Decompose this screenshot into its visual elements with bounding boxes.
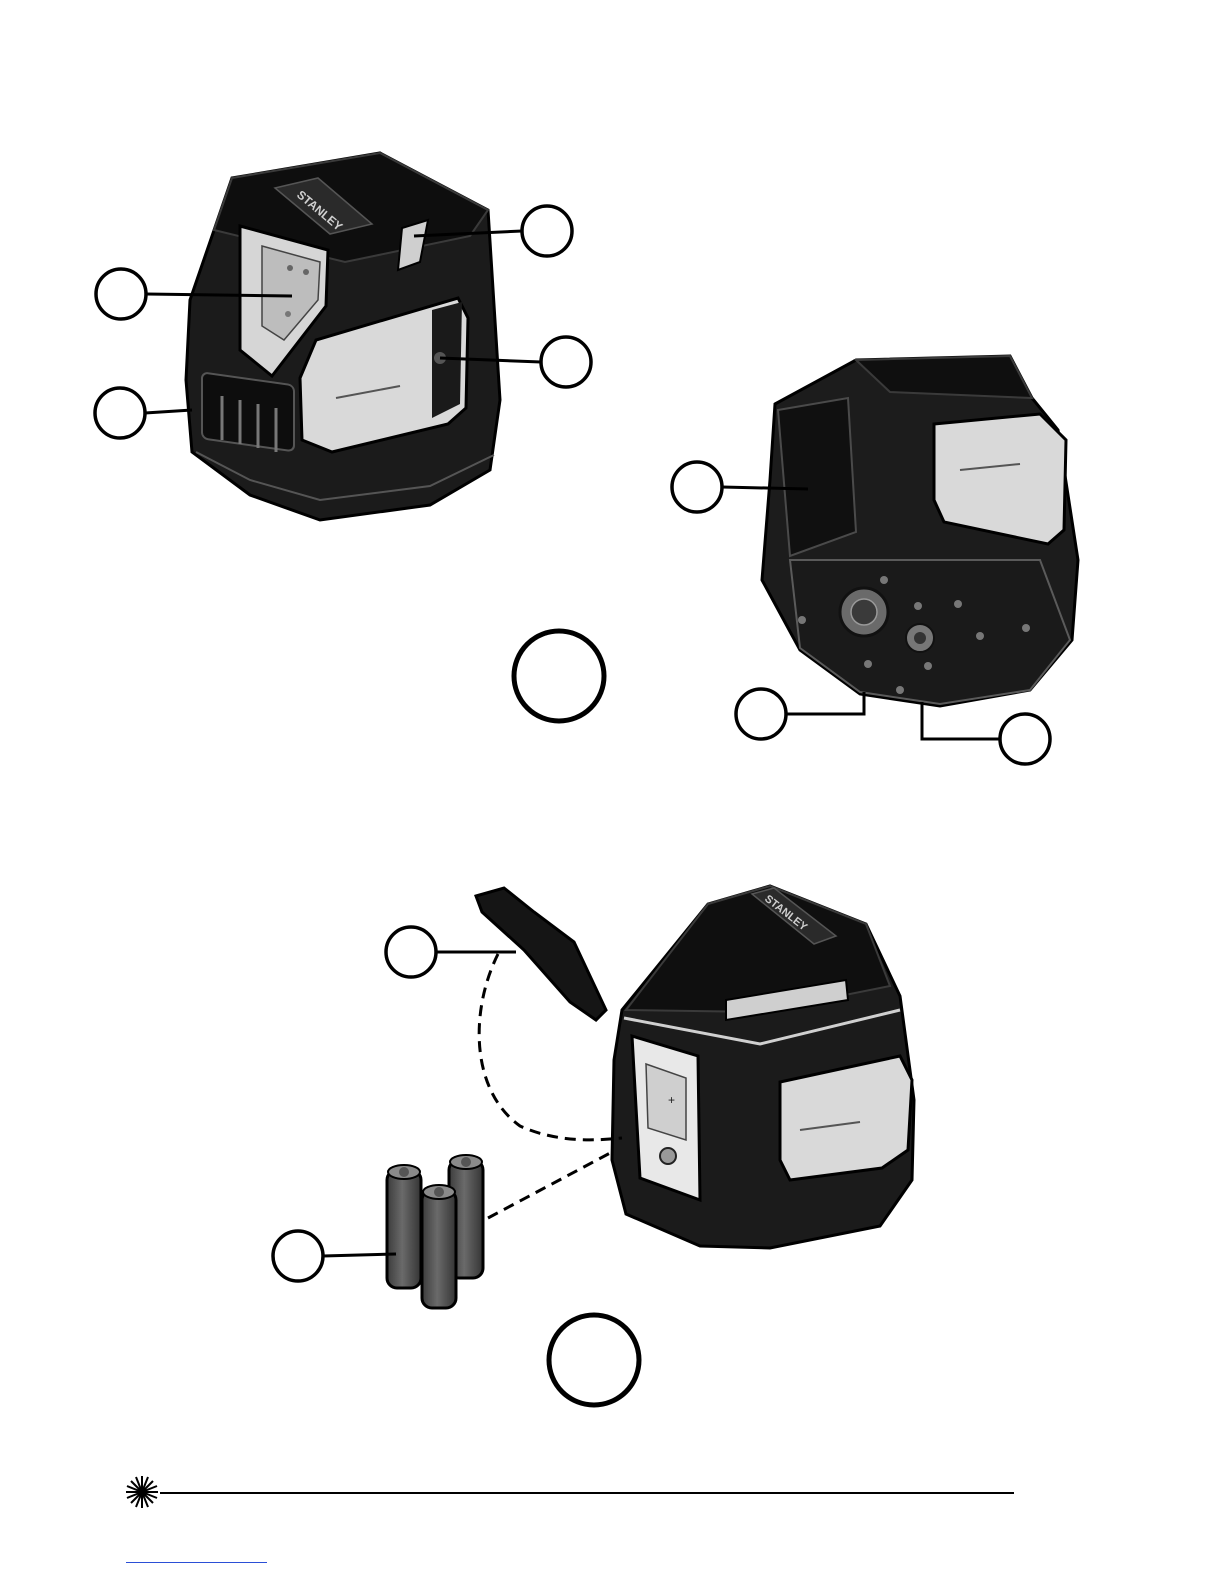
- figure-label-circle-a: [514, 631, 604, 721]
- callout-tripod-mount: [736, 689, 864, 739]
- callout-bottom-edge: [922, 702, 1050, 764]
- side-laser-window-b: [934, 414, 1066, 544]
- callout-batteries: [273, 1231, 396, 1281]
- power-switch: [202, 372, 294, 452]
- battery-3: [422, 1185, 456, 1308]
- aa-batteries: [387, 1155, 483, 1308]
- dashed-battery-path: [488, 1152, 612, 1218]
- figure-c-battery-install: STANLEY +: [273, 886, 914, 1308]
- battery-door: [778, 398, 856, 556]
- callout-battery-door-c: [386, 927, 516, 977]
- callout-switch: [95, 388, 192, 438]
- footer-link[interactable]: [126, 1548, 267, 1563]
- figure-a-laser-front-view: STANLEY: [95, 153, 591, 520]
- figure-b-laser-bottom-view: [672, 356, 1078, 764]
- figure-label-circle-c: [549, 1315, 639, 1405]
- laser-starburst-icon: [126, 1476, 158, 1508]
- battery-1: [387, 1165, 421, 1288]
- svg-text:+: +: [668, 1093, 675, 1107]
- detached-battery-door: [476, 888, 606, 1020]
